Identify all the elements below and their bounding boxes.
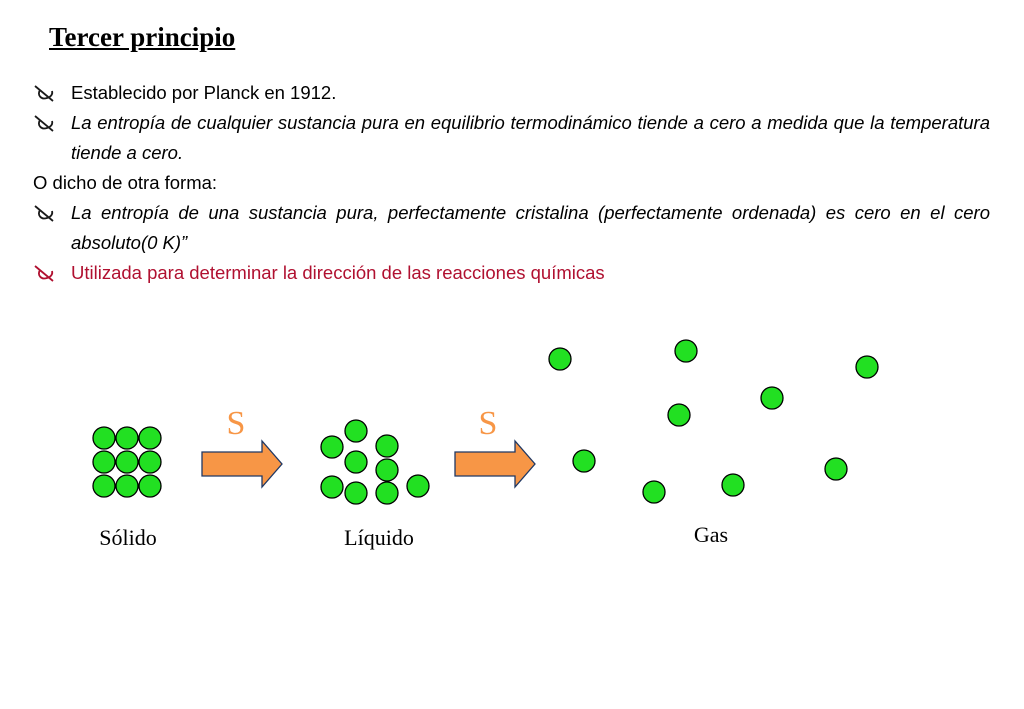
bullet-icon xyxy=(34,205,54,222)
particle xyxy=(375,481,399,505)
slide-title: Tercer principio xyxy=(49,22,236,52)
label-solid: Sólido xyxy=(99,525,156,550)
particle xyxy=(375,434,399,458)
particle xyxy=(320,435,344,459)
gas-particles xyxy=(548,339,879,504)
arrow-solid-to-liquid xyxy=(201,439,283,489)
bullet-text: Utilizada para determinar la dirección d… xyxy=(71,262,605,283)
particle xyxy=(572,449,596,473)
particle xyxy=(92,426,116,450)
arrow-liquid-to-gas xyxy=(454,439,536,489)
bullet-icon xyxy=(34,85,54,102)
particle xyxy=(824,457,848,481)
plain-text: O dicho de otra forma: xyxy=(33,172,218,193)
particle xyxy=(344,481,368,505)
bullet-text: Establecido por Planck en 1912. xyxy=(71,82,337,103)
particle xyxy=(138,450,162,474)
particle xyxy=(138,426,162,450)
particle xyxy=(115,450,139,474)
particle xyxy=(115,426,139,450)
particle xyxy=(855,355,879,379)
bullet-list: Establecido por Planck en 1912. La entro… xyxy=(33,78,990,288)
label-gas: Gas xyxy=(694,522,728,547)
particle xyxy=(721,473,745,497)
particle xyxy=(760,386,784,410)
bullet-item: Utilizada para determinar la dirección d… xyxy=(33,258,990,288)
particle xyxy=(320,475,344,499)
particle xyxy=(548,347,572,371)
bullet-text: La entropía de una sustancia pura, perfe… xyxy=(71,202,990,253)
particle xyxy=(115,474,139,498)
particle xyxy=(642,480,666,504)
particle xyxy=(667,403,691,427)
bullet-item: Establecido por Planck en 1912. xyxy=(33,78,990,108)
particle xyxy=(406,474,430,498)
bullet-item: La entropía de una sustancia pura, perfe… xyxy=(33,198,990,258)
particle xyxy=(138,474,162,498)
bullet-text: La entropía de cualquier sustancia pura … xyxy=(71,112,990,163)
particle xyxy=(92,450,116,474)
solid-particles xyxy=(92,426,162,498)
bullet-icon xyxy=(34,115,54,132)
entropy-symbol: S xyxy=(227,405,246,442)
label-liquid: Líquido xyxy=(344,525,414,550)
particle xyxy=(92,474,116,498)
entropy-symbol: S xyxy=(479,405,498,442)
particle xyxy=(344,419,368,443)
particle xyxy=(674,339,698,363)
particle xyxy=(375,458,399,482)
liquid-particles xyxy=(320,419,430,505)
particle xyxy=(344,450,368,474)
bullet-item: La entropía de cualquier sustancia pura … xyxy=(33,108,990,168)
bullet-icon xyxy=(34,265,54,282)
